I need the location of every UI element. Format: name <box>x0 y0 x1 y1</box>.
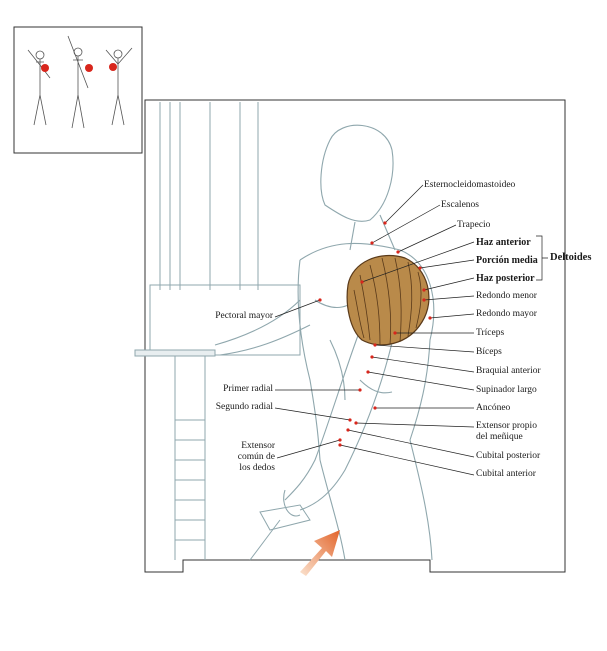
label-extensor-comun-1: Extensor <box>241 441 275 451</box>
label-biceps: Bíceps <box>476 347 502 357</box>
cable-machine <box>134 102 311 561</box>
label-extensor-propio-1: Extensor propio <box>476 421 537 431</box>
label-supinador-largo: Supinador largo <box>476 385 537 395</box>
label-escalenos: Escalenos <box>441 200 479 210</box>
label-primer-radial: Primer radial <box>223 384 273 394</box>
label-deltoides: Deltoides <box>550 252 592 263</box>
mini-figure-back <box>105 47 133 126</box>
mini-deltoid-highlight-3 <box>109 63 117 71</box>
label-extensor-comun-2: común de <box>237 452 275 462</box>
mini-deltoid-highlight-2 <box>85 64 93 72</box>
mini-deltoid-highlight-1 <box>41 64 49 72</box>
force-arrow <box>300 530 340 576</box>
inset-thumbnail <box>13 26 143 154</box>
label-anconeo: Ancóneo <box>476 403 511 413</box>
leader-lines-right <box>339 184 548 476</box>
label-porcion-media: Porción media <box>476 255 538 266</box>
label-cubital-anterior: Cubital anterior <box>476 469 536 479</box>
label-pectoral-mayor: Pectoral mayor <box>215 311 273 321</box>
label-extensor-comun-3: los dedos <box>239 463 275 473</box>
label-esternocleidomastoideo: Esternocleidomastoideo <box>424 180 516 190</box>
label-cubital-posterior: Cubital posterior <box>476 451 541 461</box>
label-triceps: Tríceps <box>476 328 505 338</box>
label-redondo-menor: Redondo menor <box>476 291 537 301</box>
label-redondo-mayor: Redondo mayor <box>476 309 537 319</box>
marker-dots <box>318 221 432 447</box>
label-haz-anterior: Haz anterior <box>476 237 531 248</box>
mini-figure-center <box>67 35 89 129</box>
label-extensor-propio-2: del meñique <box>476 432 523 442</box>
label-braquial-anterior: Braquial anterior <box>476 366 541 376</box>
label-haz-posterior: Haz posterior <box>476 273 535 284</box>
label-trapecio: Trapecio <box>457 220 491 230</box>
leader-lines-left <box>274 299 360 459</box>
label-segundo-radial: Segundo radial <box>215 402 273 412</box>
